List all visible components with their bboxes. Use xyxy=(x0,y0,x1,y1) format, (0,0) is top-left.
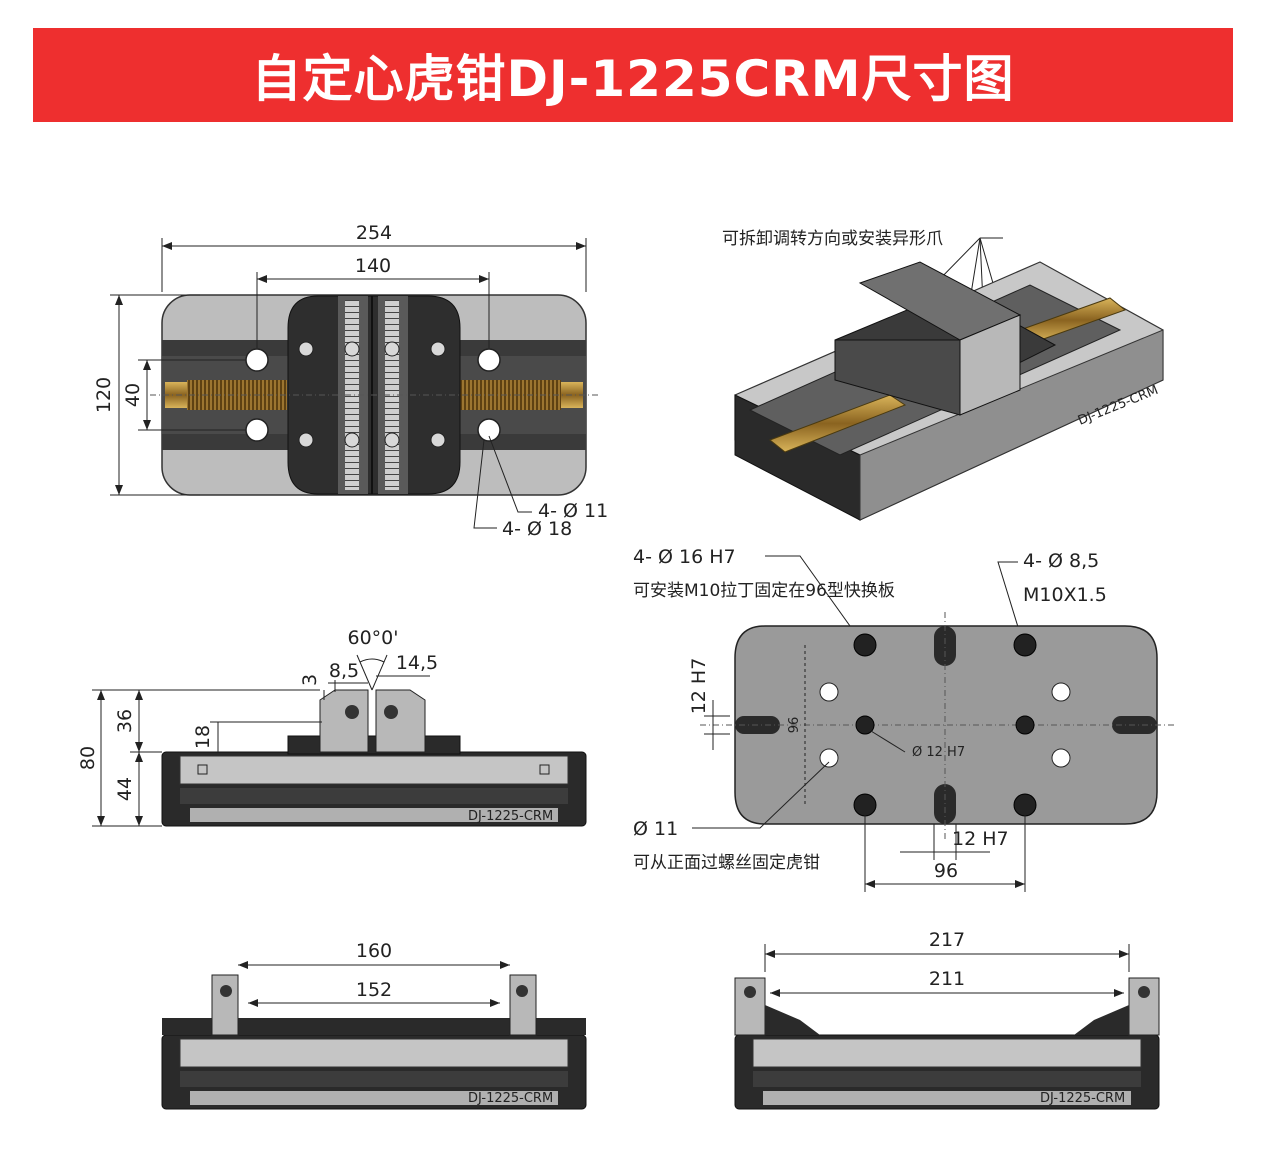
dim-slot-horizontal: 12 H7 xyxy=(952,828,1009,850)
iso-view: 可拆卸调转方向或安装异形爪 DJ-1225-CRM xyxy=(722,229,1164,521)
callout-4x18: 4- Ø 18 xyxy=(502,518,572,540)
center-hole-icon xyxy=(855,715,875,735)
pin-hole-icon xyxy=(853,633,877,657)
center-hole-icon xyxy=(1015,715,1035,735)
page-title: 自定心虎钳DJ-1225CRM尺寸图 xyxy=(251,50,1015,108)
front-view-b: 217 211 DJ-1225-CRM xyxy=(734,929,1160,1110)
side-left-jaw xyxy=(319,689,369,753)
dim-217: 217 xyxy=(929,929,965,951)
bottom-plate xyxy=(734,625,1158,825)
dim-3: 3 xyxy=(299,674,321,686)
dim-160: 160 xyxy=(356,940,392,962)
front-a-model-mark: DJ-1225-CRM xyxy=(468,1091,553,1106)
dim-44: 44 xyxy=(114,777,136,801)
dim-120: 120 xyxy=(93,377,115,413)
front-b-model-mark: DJ-1225-CRM xyxy=(1040,1091,1125,1106)
dim-18: 18 xyxy=(192,725,214,749)
dim-14-5: 14,5 xyxy=(396,652,438,674)
dim-96-horizontal: 96 xyxy=(934,860,958,882)
dim-angle: 60°0' xyxy=(348,627,399,649)
side-model-mark: DJ-1225-CRM xyxy=(468,809,553,824)
mount-hole-icon xyxy=(477,418,501,442)
front-view-a: 160 152 DJ-1225-CRM xyxy=(161,940,587,1110)
callout-thread-hole: 4- Ø 8,5 xyxy=(1023,550,1099,572)
thru-hole-icon xyxy=(819,748,839,768)
jaw-right xyxy=(509,974,537,1036)
side-view: DJ-1225-CRM 60°0' 8,5 14,5 3 80 36 44 18 xyxy=(77,627,587,827)
dim-40: 40 xyxy=(122,383,144,407)
callout-center-hole: Ø 12 H7 xyxy=(912,745,965,760)
thru-hole-icon xyxy=(1051,682,1071,702)
dim-140: 140 xyxy=(355,255,391,277)
callout-4x11: 4- Ø 11 xyxy=(538,500,608,522)
top-view: 254 140 120 40 4- Ø 11 4- Ø 18 xyxy=(93,222,608,540)
iso-note: 可拆卸调转方向或安装异形爪 xyxy=(722,229,943,249)
side-right-jaw xyxy=(375,689,426,753)
mount-hole-icon xyxy=(245,348,269,372)
bottom-view: 4- Ø 16 H7 可安装M10拉丁固定在96型快换板 4- Ø 8,5 M1… xyxy=(633,546,1175,892)
dim-211: 211 xyxy=(929,968,965,990)
dim-152: 152 xyxy=(356,979,392,1001)
thread-spec: M10X1.5 xyxy=(1023,584,1107,606)
jaw-left xyxy=(211,974,239,1036)
pin-note: 可安装M10拉丁固定在96型快换板 xyxy=(633,581,895,601)
mount-hole-icon xyxy=(245,418,269,442)
thru-hole-icon xyxy=(819,682,839,702)
dim-slot-vertical: 12 H7 xyxy=(688,658,710,715)
dim-8-5: 8,5 xyxy=(329,660,359,682)
dim-36: 36 xyxy=(114,709,136,733)
callout-thru-hole: Ø 11 xyxy=(633,818,678,840)
dim-96-vertical: 96 xyxy=(787,717,802,734)
iso-left-screw xyxy=(769,394,907,453)
dim-80: 80 xyxy=(77,746,99,770)
callout-pin-hole: 4- Ø 16 H7 xyxy=(633,546,736,568)
thru-hole-icon xyxy=(1051,748,1071,768)
mount-hole-icon xyxy=(477,348,501,372)
dim-254: 254 xyxy=(356,222,392,244)
thread-hole-icon xyxy=(1013,633,1037,657)
thru-note: 可从正面过螺丝固定虎钳 xyxy=(633,853,820,873)
title-banner: 自定心虎钳DJ-1225CRM尺寸图 xyxy=(33,28,1233,122)
